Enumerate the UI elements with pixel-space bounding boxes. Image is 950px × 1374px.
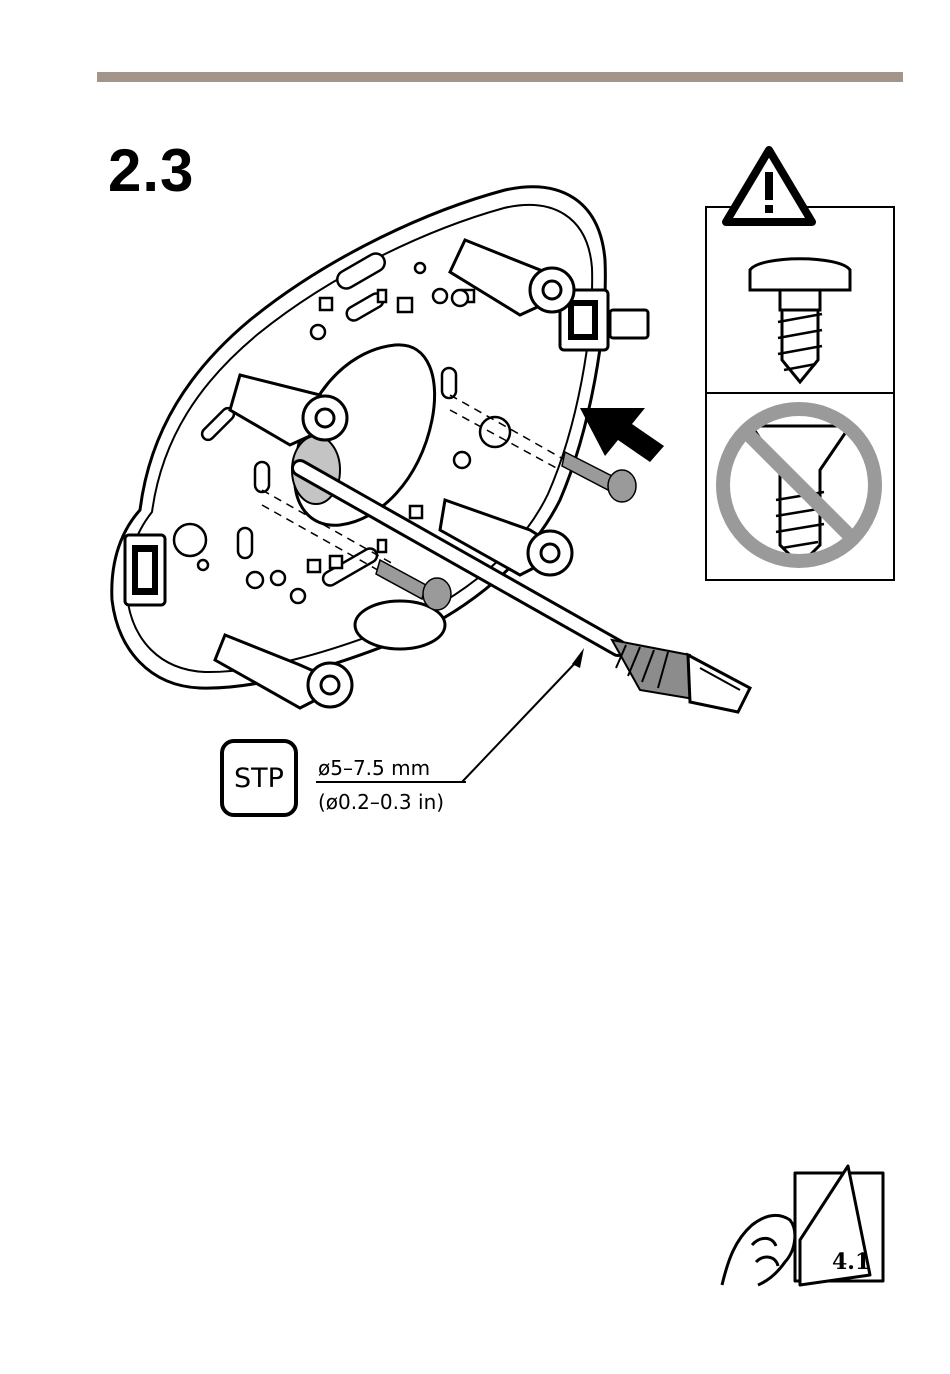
cable-spec-leader	[462, 648, 584, 782]
cable-diameter-mm: ø5–7.5 mm	[318, 756, 430, 780]
cable-type-badge: STP	[220, 739, 298, 817]
warning-triangle-icon	[726, 150, 812, 222]
screw-upper	[562, 452, 636, 502]
next-step-reference[interactable]: 4.1	[832, 1250, 870, 1274]
insert-direction-arrow	[580, 408, 664, 462]
cable-diameter-in: (ø0.2–0.3 in)	[318, 790, 444, 814]
spec-divider	[316, 781, 466, 783]
